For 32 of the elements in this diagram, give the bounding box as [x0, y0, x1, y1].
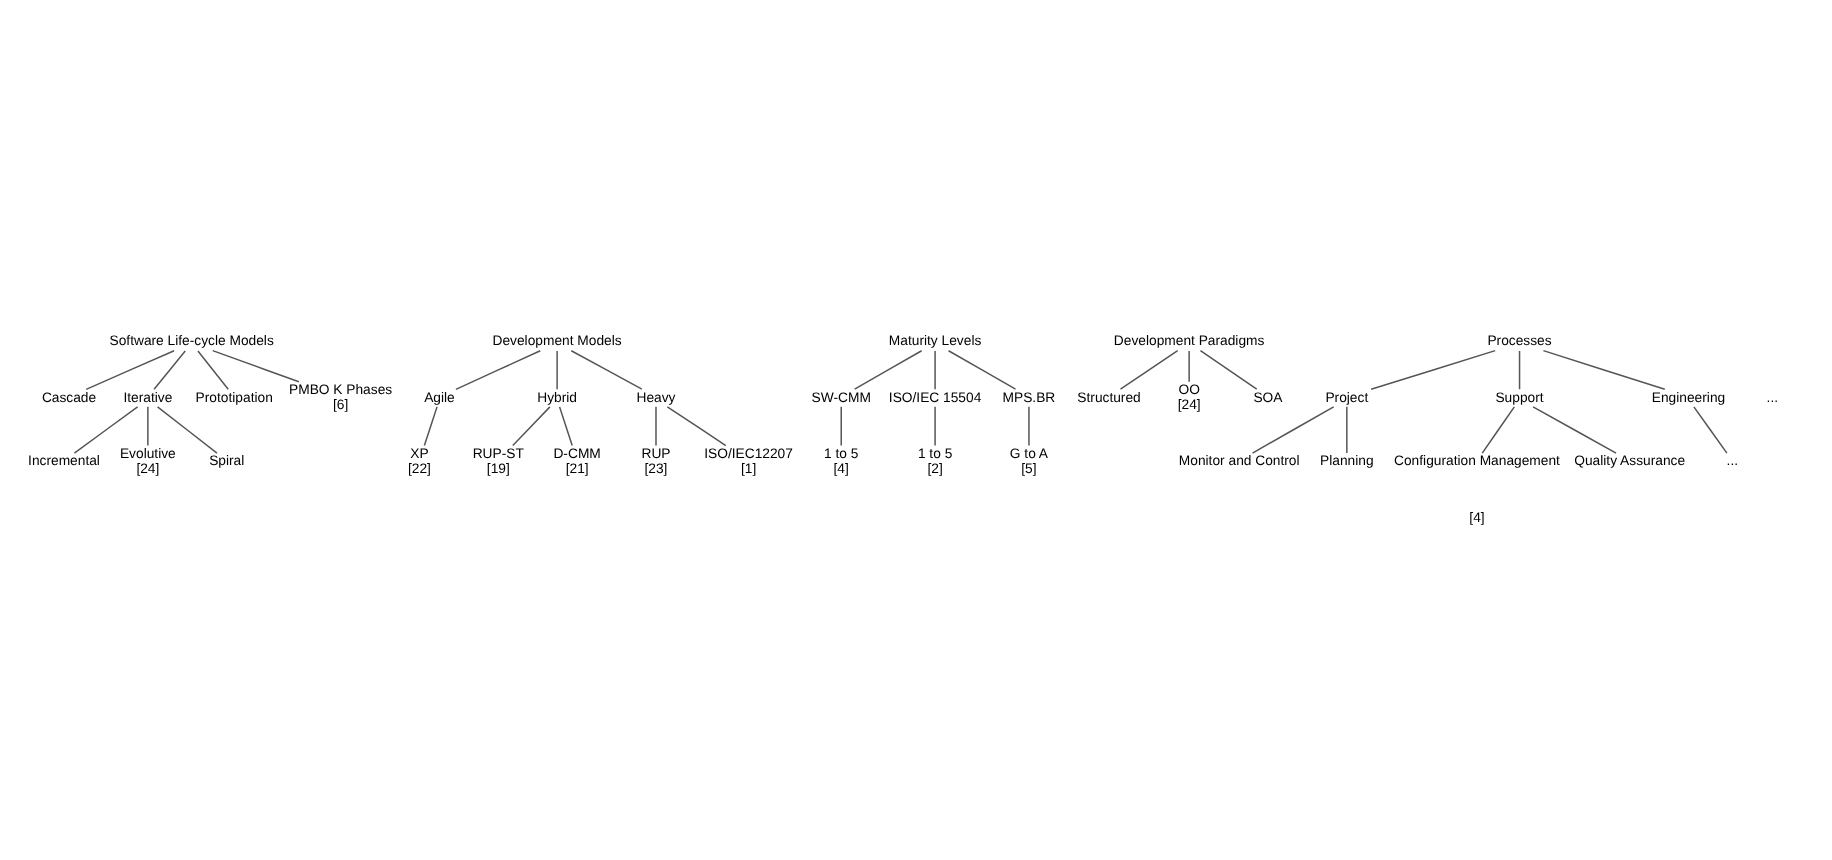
connector	[1028, 406, 1030, 447]
connector	[655, 406, 657, 447]
connector	[1532, 406, 1617, 454]
connector	[73, 406, 139, 454]
connector	[1481, 406, 1516, 454]
connector	[947, 350, 1017, 390]
connector	[1188, 350, 1190, 383]
connector	[1199, 350, 1258, 390]
connector	[1693, 406, 1728, 454]
connector	[570, 350, 643, 390]
connector	[1251, 406, 1335, 454]
connector	[934, 406, 936, 447]
connector	[147, 406, 149, 447]
connector	[1542, 349, 1666, 391]
connector	[512, 406, 551, 447]
connector	[556, 350, 558, 390]
connector	[197, 350, 229, 390]
connector	[840, 406, 842, 447]
connector	[1119, 350, 1179, 390]
connector	[1518, 350, 1521, 390]
connector	[1346, 406, 1348, 454]
connector	[153, 350, 186, 390]
connector	[853, 350, 923, 390]
connector	[558, 406, 573, 447]
connector	[455, 350, 541, 391]
connector	[1370, 349, 1496, 391]
connector	[156, 406, 218, 454]
connector	[85, 350, 175, 391]
connector	[211, 349, 300, 383]
connector	[666, 406, 727, 447]
connector	[423, 406, 438, 447]
connector	[934, 350, 936, 390]
